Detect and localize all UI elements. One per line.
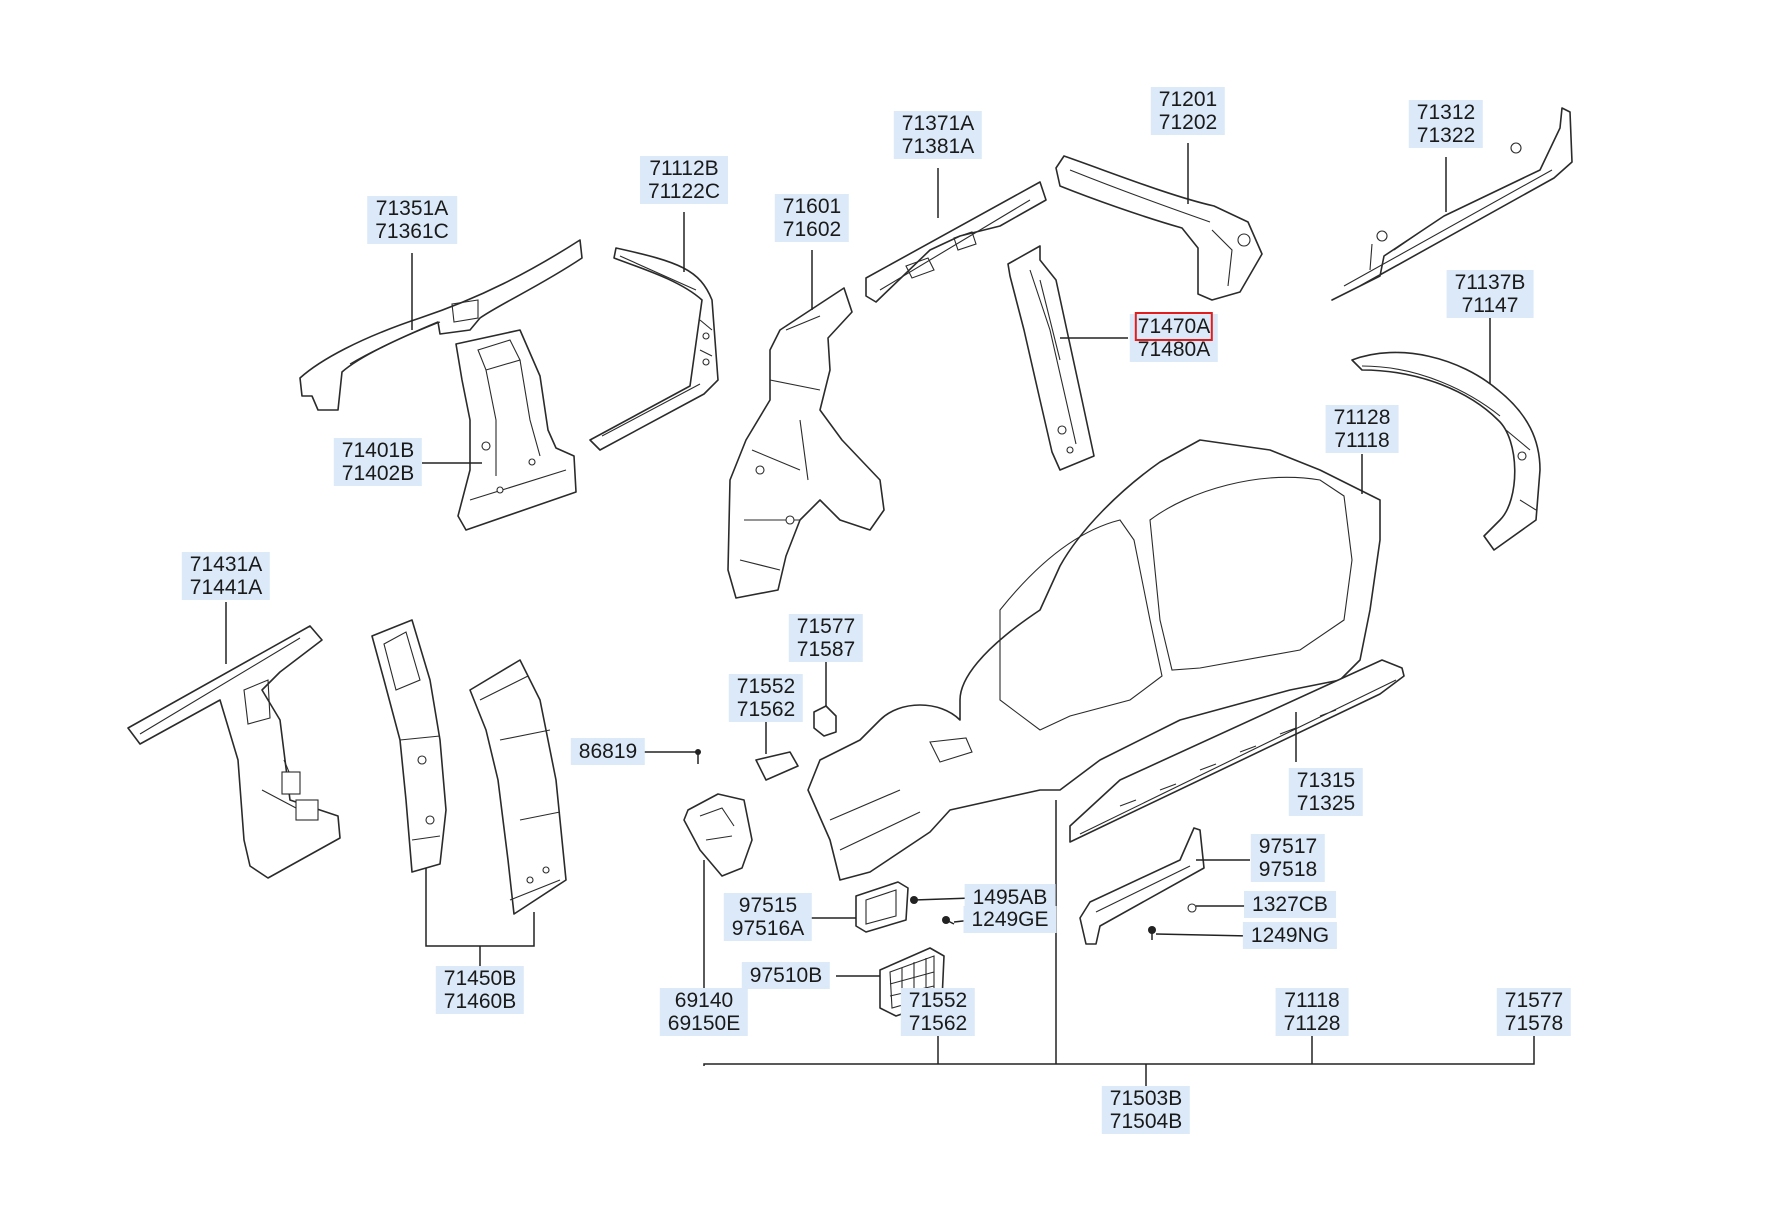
- part-b-pillar-outer-panel-a[interactable]: [371, 619, 447, 873]
- part-side-outer-panel[interactable]: [807, 439, 1381, 881]
- callout-1249ge[interactable]: 1249GE: [963, 906, 1057, 933]
- part-vent-97515[interactable]: [855, 881, 909, 933]
- callout-97510b[interactable]: 97510B: [741, 962, 831, 989]
- part-roof-rail[interactable]: [299, 239, 583, 411]
- part-roof-rail-inner[interactable]: [865, 181, 1047, 303]
- part-fastener-1249ng[interactable]: [1148, 926, 1156, 940]
- part-bracket-69140[interactable]: [683, 793, 753, 877]
- part-side-sill-inner[interactable]: [1331, 107, 1573, 301]
- part-side-sill-outer[interactable]: [1069, 659, 1405, 843]
- part-bracket-71552[interactable]: [755, 751, 799, 781]
- part-bracket-97517[interactable]: [1079, 827, 1205, 945]
- callout-1249ng[interactable]: 1249NG: [1242, 922, 1338, 949]
- part-b-pillar-outer-panel-b[interactable]: [469, 659, 567, 915]
- part-rear-quarter-inner[interactable]: [727, 287, 885, 599]
- callout-86819[interactable]: 86819: [570, 738, 646, 765]
- part-fastener-1249ge[interactable]: [942, 916, 955, 925]
- part-b-pillar-inner[interactable]: [455, 329, 577, 531]
- leader-lines: [225, 143, 1535, 1086]
- part-fastener-1327cb[interactable]: [1187, 903, 1197, 913]
- part-front-arch-outer[interactable]: [589, 247, 719, 451]
- part-rear-wheel-arch[interactable]: [1351, 351, 1541, 551]
- part-b-pillar-reinforcement[interactable]: [1007, 245, 1095, 471]
- part-a-pillar[interactable]: [1055, 155, 1263, 301]
- part-b-pillar-outer[interactable]: [127, 625, 341, 879]
- callout-1327cb[interactable]: 1327CB: [1244, 891, 1336, 918]
